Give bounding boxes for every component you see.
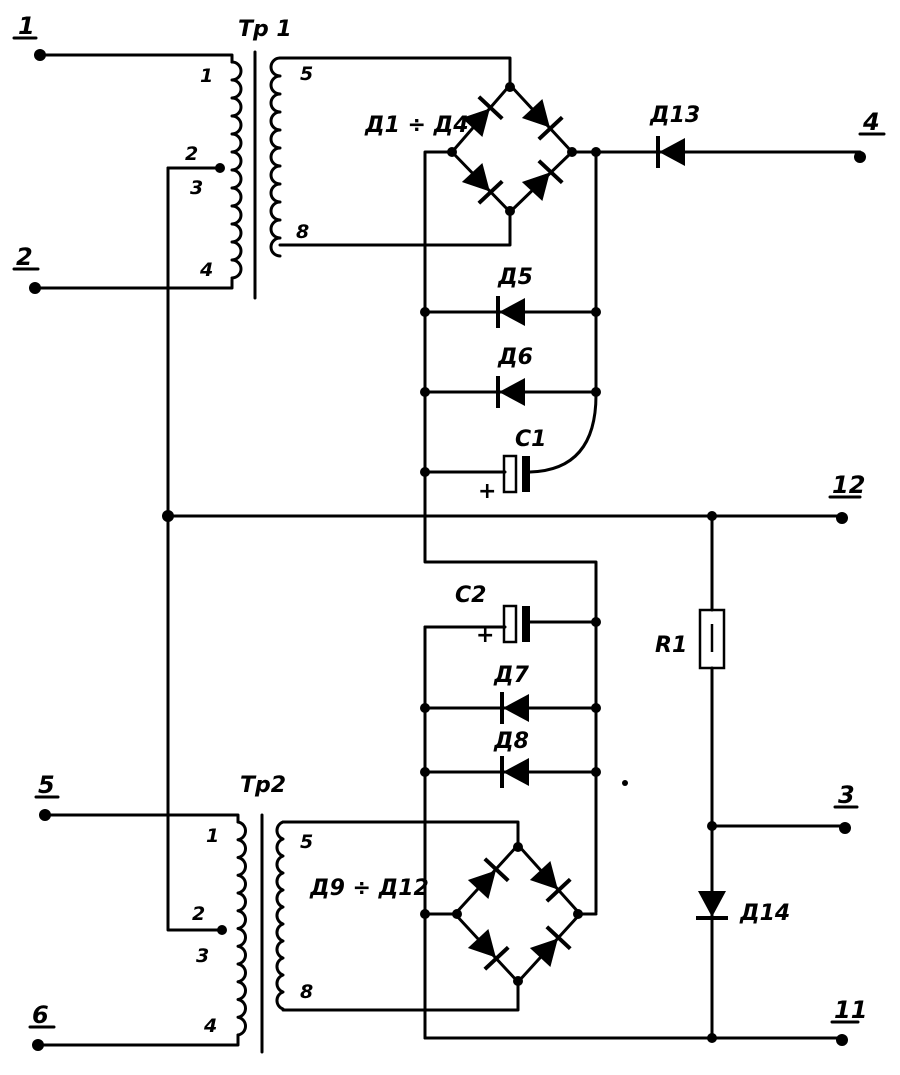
- tr1-primary-winding: [230, 60, 243, 280]
- diode-d8: Д8: [493, 729, 531, 790]
- bridge-d9-d12: Д9 ÷ Д12: [309, 842, 583, 986]
- terminals: 1 2 4 12 3 11 5 6: [12, 12, 886, 1051]
- bridge1-label: Д1 ÷ Д4: [364, 113, 469, 138]
- transformer-tr1: Тр 1 1 2 3 4 5 8: [185, 17, 313, 300]
- tr2-pin-4: 4: [203, 1015, 217, 1037]
- terminal-6-label: 6: [32, 1001, 49, 1029]
- d14-label: Д14: [739, 901, 790, 926]
- tr2-secondary-winding: [275, 820, 285, 1011]
- d8-label: Д8: [493, 729, 529, 754]
- tr2-pin-1: 1: [206, 825, 219, 847]
- c1-plus: +: [478, 479, 496, 504]
- r1-label: R1: [655, 633, 687, 658]
- tr2-label: Тр2: [240, 773, 286, 798]
- transformer-tr2: Тр2 1 2 3 4 5 8: [192, 773, 313, 1054]
- terminal-2-label: 2: [16, 243, 33, 271]
- capacitor-c1: С1 +: [478, 427, 546, 504]
- tr1-pin-3: 3: [190, 177, 203, 199]
- terminal-5-label: 5: [38, 771, 55, 799]
- tr1-secondary-winding: [269, 56, 282, 258]
- tr2-pin-8: 8: [300, 981, 313, 1003]
- diode-d7: Д7: [493, 663, 531, 726]
- tr1-pin-1: 1: [200, 65, 213, 87]
- diode-d5: Д5: [496, 265, 533, 330]
- c2-plus: +: [476, 623, 494, 648]
- c1-label: С1: [515, 427, 546, 452]
- diode-d6: Д6: [496, 345, 533, 410]
- tr1-pin-8: 8: [296, 221, 309, 243]
- terminal-1-label: 1: [18, 12, 35, 40]
- terminal-3-label: 3: [838, 781, 855, 809]
- tr1-pin-2: 2: [185, 143, 198, 165]
- d13-label: Д13: [649, 103, 700, 128]
- junction-dots: [162, 147, 717, 1043]
- tr1-pin-4: 4: [199, 259, 213, 281]
- tr2-primary-winding: [236, 820, 247, 1037]
- diode-d14: Д14: [694, 889, 790, 926]
- wiring: [33, 53, 862, 1047]
- terminal-12-label: 12: [832, 471, 865, 499]
- diode-d13: Д13: [649, 103, 700, 170]
- resistor-r1: R1: [655, 608, 726, 670]
- bridge-d1-d4: Д1 ÷ Д4: [364, 82, 577, 216]
- terminal-11-label: 11: [834, 996, 867, 1024]
- tr2-pin-5: 5: [300, 831, 313, 853]
- d5-label: Д5: [497, 265, 533, 290]
- tr1-label: Тр 1: [238, 17, 292, 42]
- d6-label: Д6: [497, 345, 533, 370]
- tr1-pin-5: 5: [300, 63, 313, 85]
- c2-label: С2: [455, 583, 486, 608]
- d7-label: Д7: [493, 663, 530, 688]
- tr2-pin-2: 2: [192, 903, 205, 925]
- bridge2-label: Д9 ÷ Д12: [309, 876, 429, 901]
- capacitor-c2: С2 +: [455, 583, 530, 648]
- terminal-4-label: 4: [862, 108, 880, 136]
- tr2-pin-3: 3: [196, 945, 209, 967]
